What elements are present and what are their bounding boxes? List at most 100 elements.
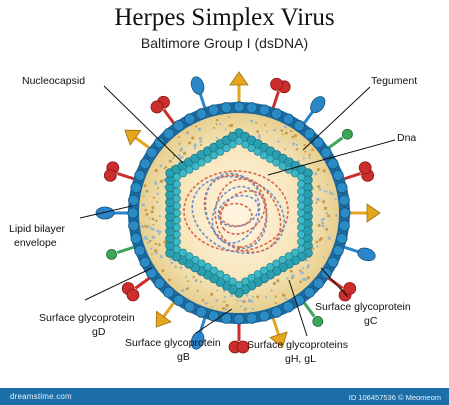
tegument-dot xyxy=(319,199,321,201)
envelope-bead xyxy=(135,170,145,180)
envelope-bead xyxy=(328,159,338,169)
capsid-bead xyxy=(173,209,180,216)
tegument-dot xyxy=(273,129,276,132)
tegument-dot xyxy=(311,149,313,151)
envelope-bead xyxy=(221,313,231,323)
tegument-dot xyxy=(153,224,155,226)
capsid-bead xyxy=(173,231,180,238)
tegument-dot xyxy=(243,300,246,303)
envelope-bead xyxy=(185,302,195,312)
tegument-dot xyxy=(252,296,254,298)
tegument-dot xyxy=(210,293,213,296)
tegument-dot xyxy=(240,305,242,307)
tegument-dot xyxy=(199,137,202,140)
tegument-dot xyxy=(328,236,331,239)
tegument-dot xyxy=(224,296,226,298)
label-lipid-line1: Lipid bilayer xyxy=(9,223,66,235)
spike-stalk xyxy=(272,316,278,335)
herpes-virus-diagram: Nucleocapsid Tegument Dna Lipid bilayer … xyxy=(0,0,449,388)
tegument-dot xyxy=(224,308,227,311)
tegument-dot xyxy=(152,236,155,239)
label-gc-line2: gC xyxy=(364,315,378,327)
tegument-dot xyxy=(314,172,317,175)
capsid-bead xyxy=(173,238,180,245)
tegument-dot xyxy=(205,302,208,305)
tegument-dot xyxy=(145,209,148,212)
tegument-dot xyxy=(315,202,317,204)
envelope-bead xyxy=(147,148,157,158)
tegument-dot xyxy=(160,180,163,183)
tegument-dot xyxy=(225,129,227,131)
tegument-dot xyxy=(296,144,298,146)
tegument-dot xyxy=(280,129,283,132)
label-dna: Dna xyxy=(397,132,416,144)
label-lipid-line2: envelope xyxy=(14,237,57,249)
envelope-bead xyxy=(129,221,139,231)
tegument-dot xyxy=(273,282,276,285)
tegument-dot xyxy=(282,294,285,297)
tegument-dot xyxy=(159,215,161,217)
tegument-dot xyxy=(335,214,338,217)
tegument-dot xyxy=(324,207,327,210)
label-gd-line1: Surface glycoprotein xyxy=(39,312,135,324)
tegument-dot xyxy=(145,213,148,216)
spike-head-green xyxy=(342,129,352,139)
label-gb-line1: Surface glycoprotein xyxy=(125,337,221,349)
spike-head-blue xyxy=(356,246,377,263)
tegument-dot xyxy=(191,137,194,140)
tegument-dot xyxy=(195,279,198,282)
tegument-dot xyxy=(284,126,287,129)
tegument-dot xyxy=(307,276,310,279)
tegument-dot xyxy=(255,122,257,124)
spike-stalk xyxy=(302,300,314,316)
tegument-dot xyxy=(292,275,295,278)
envelope-bead xyxy=(164,287,174,297)
tegument-dot xyxy=(294,134,297,137)
spike-stalk xyxy=(135,276,151,288)
tegument-dot xyxy=(302,267,304,269)
tegument-dot xyxy=(158,233,160,235)
tegument-dot xyxy=(290,130,292,132)
tegument-dot xyxy=(161,256,163,258)
capsid-bead xyxy=(173,181,180,188)
tegument-dot xyxy=(155,243,157,245)
tegument-dot xyxy=(141,225,144,228)
envelope-bead xyxy=(247,313,257,323)
tegument-dot xyxy=(264,124,266,126)
spike-head-blue xyxy=(189,75,206,96)
tegument-dot xyxy=(325,212,328,215)
tegument-dot xyxy=(146,190,148,192)
envelope-bead xyxy=(135,245,145,255)
capsid-bead xyxy=(173,195,180,202)
tegument-dot xyxy=(194,148,196,150)
tegument-dot xyxy=(178,154,181,157)
capsid-bead xyxy=(298,195,305,202)
envelope-bead xyxy=(328,257,338,267)
tegument-dot xyxy=(149,240,151,242)
tegument-dot xyxy=(215,299,218,302)
tegument-dot xyxy=(316,198,319,201)
envelope-bead xyxy=(221,103,231,113)
envelope-bead xyxy=(333,170,343,180)
tegument-dot xyxy=(142,203,145,206)
tegument-dot xyxy=(183,151,186,154)
spike-stalk xyxy=(326,138,342,150)
tegument-dot xyxy=(252,308,254,310)
envelope-bead xyxy=(185,114,195,124)
tegument-dot xyxy=(296,148,298,150)
footer-brand: dreamstime.com xyxy=(10,392,72,401)
tegument-dot xyxy=(292,142,295,145)
spike-head-gold xyxy=(230,72,248,85)
spike-head-red xyxy=(344,283,356,295)
tegument-dot xyxy=(322,218,325,221)
watermark-footer: dreamstime.com ID 106457536 © Meomeom xyxy=(0,388,449,405)
tegument-dot xyxy=(256,295,259,298)
envelope-bead xyxy=(337,182,347,192)
tegument-dot xyxy=(170,258,172,260)
tegument-dot xyxy=(266,130,268,132)
tegument-dot xyxy=(155,251,158,254)
tegument-dot xyxy=(195,125,197,127)
capsid-bead xyxy=(229,141,236,148)
tegument-dot xyxy=(149,217,151,219)
tegument-dot xyxy=(216,123,218,125)
